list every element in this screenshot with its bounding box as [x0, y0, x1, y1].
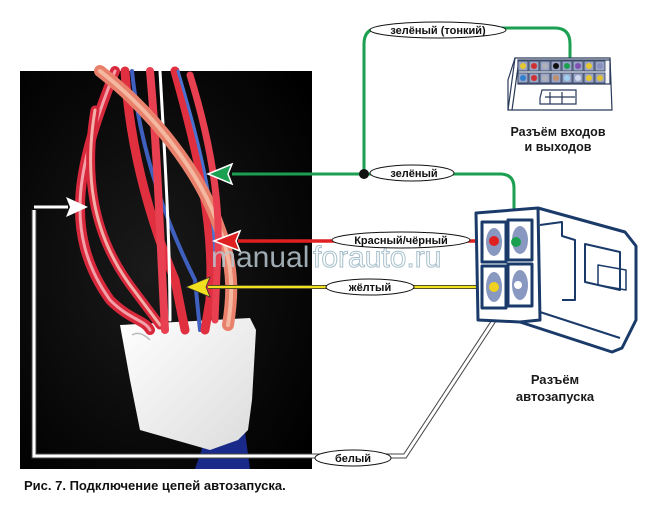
io-pin [597, 63, 603, 69]
io-pin [553, 63, 559, 69]
io-pins-top [517, 60, 606, 72]
io-pin [586, 75, 592, 81]
wire-green [232, 172, 516, 240]
autostart-title-line1: Разъём [530, 372, 580, 387]
arrow-white-icon [66, 197, 88, 217]
io-pin [520, 63, 526, 69]
figure-caption: Рис. 7. Подключение цепей автозапуска. [24, 478, 286, 493]
autostart-pin-green [511, 237, 521, 247]
io-pin [597, 75, 603, 81]
io-pins-bottom [517, 72, 606, 84]
arrow-green-icon [206, 162, 234, 186]
wire-white [31, 205, 517, 459]
arrow-yellow-icon [184, 276, 211, 298]
junction-dot [359, 169, 369, 179]
io-pin [564, 75, 570, 81]
harness-photo [20, 65, 312, 469]
autostart-pin-white [514, 281, 522, 289]
io-pin [575, 63, 581, 69]
io-pin [553, 75, 559, 81]
label-white: белый [314, 449, 392, 467]
autostart-pin-red [489, 236, 499, 246]
photo-white-plug [120, 318, 256, 450]
label-yellow: жёлтый [325, 278, 415, 296]
io-pin [564, 63, 570, 69]
io-pin [520, 75, 526, 81]
io-title-line1: Разъём входов [510, 125, 606, 139]
io-pin [531, 63, 537, 69]
io-pin [575, 75, 581, 81]
autostart-connector-title: Разъём автозапуска [500, 371, 610, 405]
svg-text:зелёный: зелёный [390, 168, 437, 180]
label-red-black: Красный/чёрный [331, 231, 471, 249]
svg-text:белый: белый [335, 453, 371, 465]
label-green: зелёный [369, 164, 455, 182]
arrow-red-icon [211, 229, 242, 253]
io-pin [542, 63, 548, 69]
autostart-pin-yellow [489, 282, 499, 292]
io-pin [531, 75, 537, 81]
io-pin [542, 75, 548, 81]
label-green-thin: зелёный (тонкий) [369, 21, 507, 39]
io-pin [586, 63, 592, 69]
svg-text:зелёный (тонкий): зелёный (тонкий) [390, 25, 486, 37]
svg-text:жёлтый: жёлтый [348, 282, 391, 294]
io-title-line2: и выходов [524, 140, 592, 154]
svg-text:Красный/чёрный: Красный/чёрный [354, 235, 448, 247]
io-connector-title: Разъём входов и выходов [498, 125, 618, 155]
autostart-connector [474, 206, 638, 354]
autostart-title-line2: автозапуска [515, 389, 595, 404]
io-connector [507, 57, 613, 111]
